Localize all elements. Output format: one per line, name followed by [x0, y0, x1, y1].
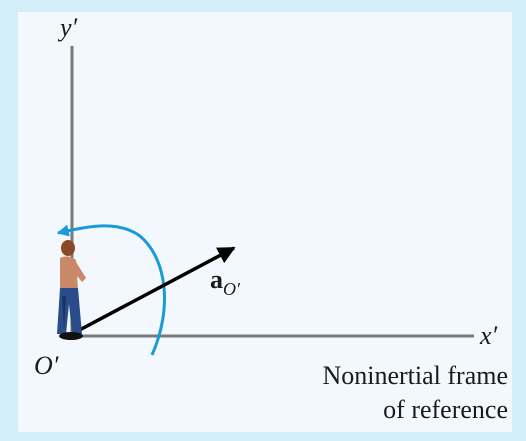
- acceleration-label: aO′: [210, 265, 241, 299]
- acceleration-symbol: a: [210, 265, 223, 294]
- counterclockwise-rotation-arc-icon: [56, 224, 166, 356]
- caption-line-2: of reference: [383, 395, 508, 424]
- acceleration-vector: [71, 246, 236, 336]
- origin-label: O′: [34, 351, 59, 380]
- caption-line-1: Noninertial frame: [322, 361, 508, 390]
- x-axis-label: x′: [479, 321, 498, 350]
- acceleration-subscript: O′: [223, 279, 241, 299]
- figure-panel: [18, 12, 512, 432]
- person-standing-icon: [57, 240, 86, 340]
- y-axis-label: y′: [57, 13, 78, 42]
